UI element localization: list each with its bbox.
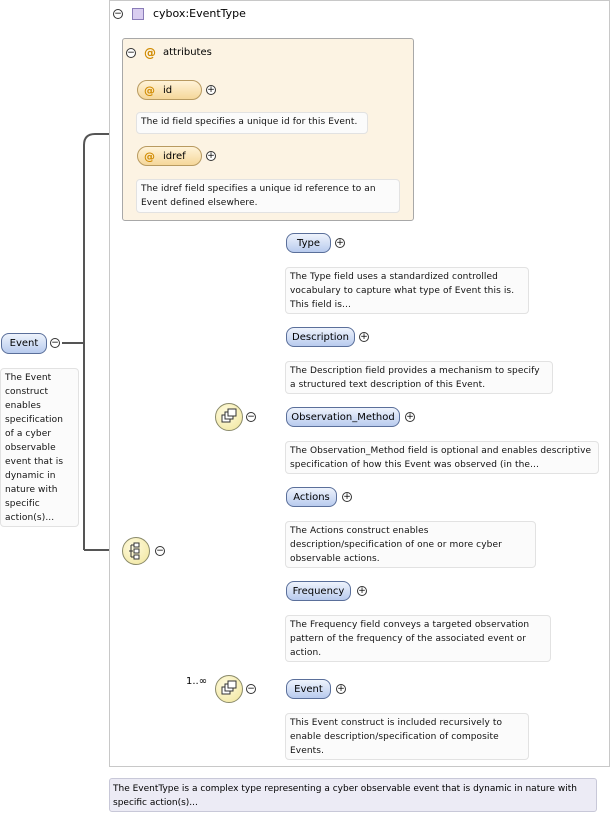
recursive-sequence-compositor-icon[interactable]: [215, 675, 243, 703]
attribute-idref-label: idref: [163, 150, 186, 162]
element-observation-method-expand-icon[interactable]: +: [405, 412, 415, 422]
attribute-idref-expand-icon[interactable]: +: [206, 151, 216, 161]
stacked-sequence-glyph: [221, 408, 237, 423]
inner-sequence-collapse-icon[interactable]: −: [246, 412, 256, 422]
element-description-expand-icon[interactable]: +: [359, 332, 369, 342]
element-type[interactable]: Type: [286, 233, 331, 253]
root-event-element[interactable]: Event: [1, 333, 47, 354]
recursive-collapse-icon[interactable]: −: [246, 684, 256, 694]
attribute-id-label: id: [163, 84, 173, 96]
element-actions[interactable]: Actions: [286, 487, 337, 507]
attribute-id-doc: The id field specifies a unique id for t…: [136, 112, 368, 134]
element-recursive-event-doc: This Event construct is included recursi…: [285, 713, 529, 760]
element-description[interactable]: Description: [286, 327, 355, 347]
root-event-label: Event: [9, 338, 39, 349]
sequence-collapse-icon[interactable]: −: [155, 546, 165, 556]
inner-sequence-compositor-icon[interactable]: [215, 403, 243, 431]
stacked-sequence-glyph: [221, 680, 237, 695]
element-actions-doc: The Actions construct enables descriptio…: [285, 521, 536, 568]
element-type-expand-icon[interactable]: +: [335, 238, 345, 248]
element-frequency-expand-icon[interactable]: +: [357, 586, 367, 596]
element-description-doc: The Description field provides a mechani…: [285, 361, 553, 394]
type-collapse-icon[interactable]: −: [113, 9, 123, 19]
element-frequency-doc: The Frequency field conveys a targeted o…: [285, 615, 551, 662]
complex-type-icon: [132, 8, 144, 20]
event-type-doc: The EventType is a complex type represen…: [109, 778, 597, 812]
attribute-idref-doc: The idref field specifies a unique id re…: [136, 179, 400, 213]
element-frequency[interactable]: Frequency: [286, 581, 351, 601]
type-name: cybox:EventType: [153, 7, 246, 20]
attribute-at-icon: @: [144, 83, 155, 97]
root-collapse-icon[interactable]: −: [50, 338, 60, 348]
attributes-collapse-icon[interactable]: −: [126, 48, 136, 58]
element-recursive-event-expand-icon[interactable]: +: [336, 684, 346, 694]
element-recursive-event[interactable]: Event: [286, 679, 331, 699]
attribute-at-icon: @: [144, 149, 155, 163]
root-event-doc: The Event construct enables specificatio…: [0, 368, 79, 527]
element-type-doc: The Type field uses a standardized contr…: [285, 267, 529, 314]
sequence-compositor-icon[interactable]: [122, 537, 150, 565]
attribute-id-expand-icon[interactable]: +: [206, 85, 216, 95]
attribute-id[interactable]: @ id: [137, 80, 202, 100]
cardinality-label: 1..∞: [186, 676, 208, 687]
attribute-idref[interactable]: @ idref: [137, 146, 202, 166]
element-observation-method-doc: The Observation_Method field is optional…: [285, 441, 599, 474]
element-actions-expand-icon[interactable]: +: [342, 492, 352, 502]
element-observation-method[interactable]: Observation_Method: [286, 407, 400, 427]
sequence-glyph: [129, 542, 140, 560]
attributes-label: attributes: [163, 47, 212, 58]
attributes-at-icon: @: [144, 46, 156, 60]
